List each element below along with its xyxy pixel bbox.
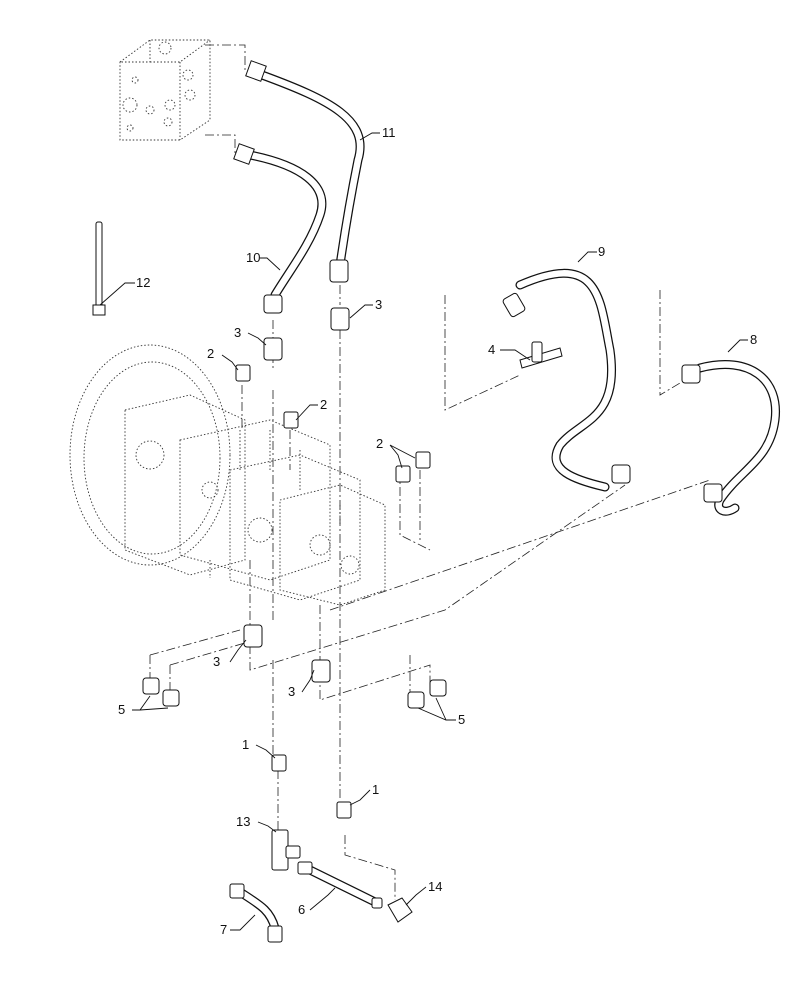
callout-9: 9	[598, 244, 605, 259]
callout-11: 11	[382, 125, 396, 140]
main-pump-assembly	[69, 344, 386, 606]
hose-8	[681, 360, 781, 516]
callout-10: 10	[246, 250, 260, 265]
callout-3-d: 3	[288, 684, 295, 699]
callout-1-a: 1	[242, 737, 249, 752]
callout-14: 14	[428, 879, 442, 894]
callout-5-b: 5	[458, 712, 465, 727]
callout-4: 4	[488, 342, 495, 357]
callout-8: 8	[750, 332, 757, 347]
cable-tie-12	[92, 221, 106, 316]
callout-6: 6	[298, 902, 305, 917]
hose-10	[233, 143, 327, 314]
hose-6	[297, 861, 383, 909]
hose-11	[245, 60, 365, 283]
control-valve-block	[119, 39, 211, 141]
assembly-centerlines	[149, 44, 711, 900]
callout-1-b: 1	[372, 782, 379, 797]
callout-7: 7	[220, 922, 227, 937]
callout-2-b: 2	[320, 397, 327, 412]
callout-labels: 11 12 10 9 8 4 3 3 3 3 2 2 2 5 5 1 1 13 …	[118, 125, 757, 937]
callout-3-c: 3	[213, 654, 220, 669]
callout-13: 13	[236, 814, 250, 829]
callout-2-a: 2	[207, 346, 214, 361]
callout-3-a: 3	[375, 297, 382, 312]
callout-5-a: 5	[118, 702, 125, 717]
callout-leaders	[99, 132, 748, 931]
hose-9	[502, 268, 631, 492]
callout-12: 12	[136, 275, 150, 290]
fittings	[142, 307, 563, 923]
hose-7	[229, 883, 283, 943]
callout-2-c: 2	[376, 436, 383, 451]
callout-3-b: 3	[234, 325, 241, 340]
